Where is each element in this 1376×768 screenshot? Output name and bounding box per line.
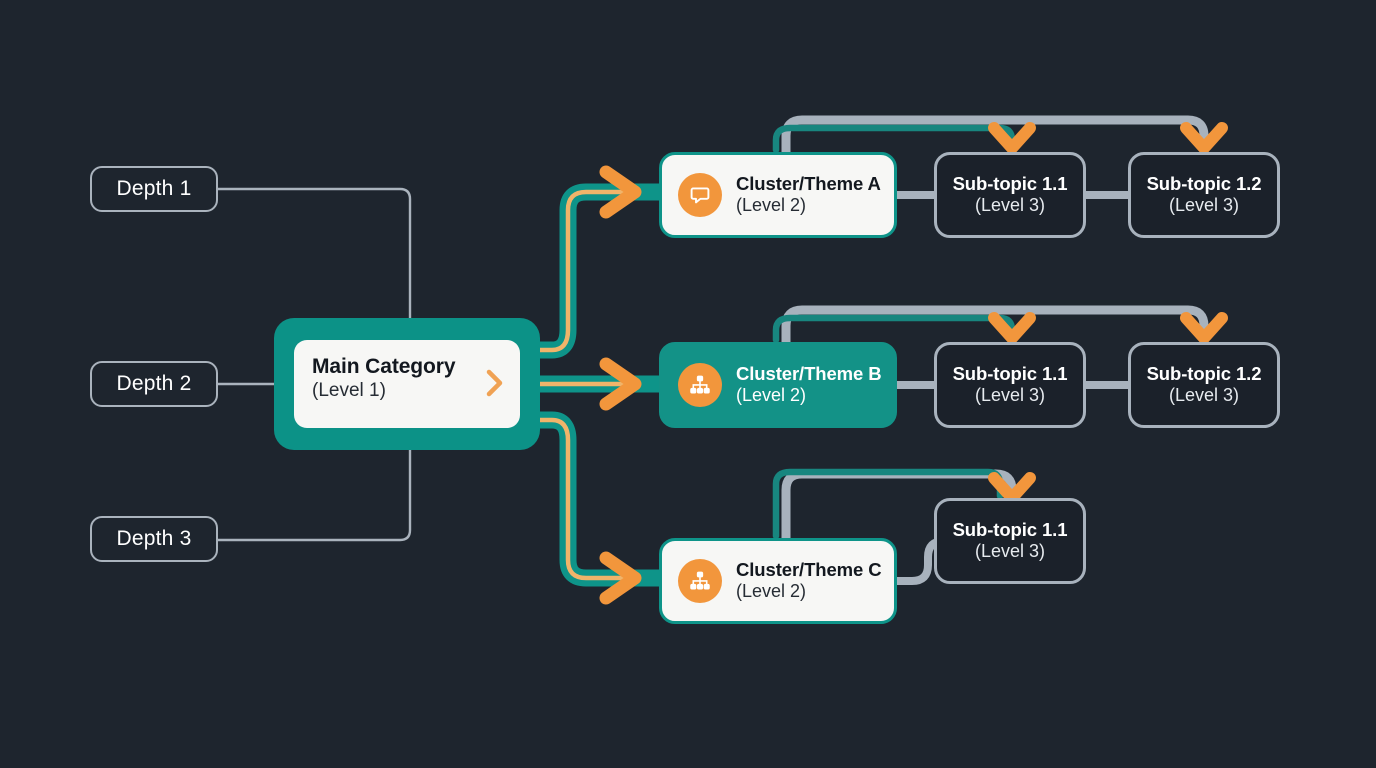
subtopic-node-b-1[interactable]: Sub-topic 1.1 (Level 3) <box>934 342 1086 428</box>
arrowhead-group-clusters <box>599 165 642 605</box>
subtopic-c-1-title: Sub-topic 1.1 <box>952 519 1068 541</box>
depth-label-3[interactable]: Depth 3 <box>90 516 218 562</box>
arrow-to-cluster-c <box>599 551 642 605</box>
depth-label-1[interactable]: Depth 1 <box>90 166 218 212</box>
depth-label-2-text: Depth 2 <box>116 372 192 395</box>
branch-main-to-cluster-c <box>527 411 641 587</box>
arrow-to-cluster-b <box>599 357 642 411</box>
main-category-card[interactable]: Main Category (Level 1) <box>294 340 520 428</box>
cluster-c-title: Cluster/Theme C <box>736 559 882 581</box>
depth-label-3-text: Depth 3 <box>116 527 192 550</box>
chevron-right-icon <box>486 369 503 397</box>
cluster-c-subtitle: (Level 2) <box>736 581 807 602</box>
subtopic-a-2-title: Sub-topic 1.2 <box>1146 173 1262 195</box>
cluster-b-title: Cluster/Theme B <box>736 363 882 385</box>
subtopic-a-1-subtitle: (Level 3) <box>974 195 1046 216</box>
cluster-node-b[interactable]: Cluster/Theme B (Level 2) <box>659 342 897 428</box>
sitemap-icon <box>678 559 722 603</box>
depth-label-1-text: Depth 1 <box>116 177 192 200</box>
main-category-title: Main Category <box>312 355 456 378</box>
branch-main-to-cluster-a <box>527 183 641 359</box>
speech-bubble-icon <box>678 173 722 217</box>
main-category-subtitle: (Level 1) <box>312 380 386 401</box>
overhead-row-2 <box>772 305 1209 347</box>
subtopic-node-a-2[interactable]: Sub-topic 1.2 (Level 3) <box>1128 152 1280 238</box>
subtopic-b-2-title: Sub-topic 1.2 <box>1146 363 1262 385</box>
subtopic-b-1-subtitle: (Level 3) <box>974 385 1046 406</box>
subtopic-a-2-subtitle: (Level 3) <box>1168 195 1240 216</box>
subtopic-node-b-2[interactable]: Sub-topic 1.2 (Level 3) <box>1128 342 1280 428</box>
overhead-row-1 <box>772 115 1209 157</box>
overhead-arrows-row-1 <box>988 122 1228 154</box>
subtopic-b-2-subtitle: (Level 3) <box>1168 385 1240 406</box>
subtopic-a-1-title: Sub-topic 1.1 <box>952 173 1068 195</box>
arrow-to-cluster-a <box>599 165 642 219</box>
subtopic-b-1-title: Sub-topic 1.1 <box>952 363 1068 385</box>
subtopic-node-a-1[interactable]: Sub-topic 1.1 (Level 3) <box>934 152 1086 238</box>
depth-label-2[interactable]: Depth 2 <box>90 361 218 407</box>
subtopic-node-c-1[interactable]: Sub-topic 1.1 (Level 3) <box>934 498 1086 584</box>
cluster-node-a[interactable]: Cluster/Theme A (Level 2) <box>659 152 897 238</box>
cluster-a-title: Cluster/Theme A <box>736 173 881 195</box>
cluster-b-subtitle: (Level 2) <box>736 385 807 406</box>
cluster-node-c[interactable]: Cluster/Theme C (Level 2) <box>659 538 897 624</box>
overhead-arrows-row-2 <box>988 312 1228 344</box>
cluster-a-subtitle: (Level 2) <box>736 195 807 216</box>
main-category-node[interactable]: Main Category (Level 1) <box>274 318 540 450</box>
sitemap-icon <box>678 363 722 407</box>
subtopic-c-1-subtitle: (Level 3) <box>974 541 1046 562</box>
